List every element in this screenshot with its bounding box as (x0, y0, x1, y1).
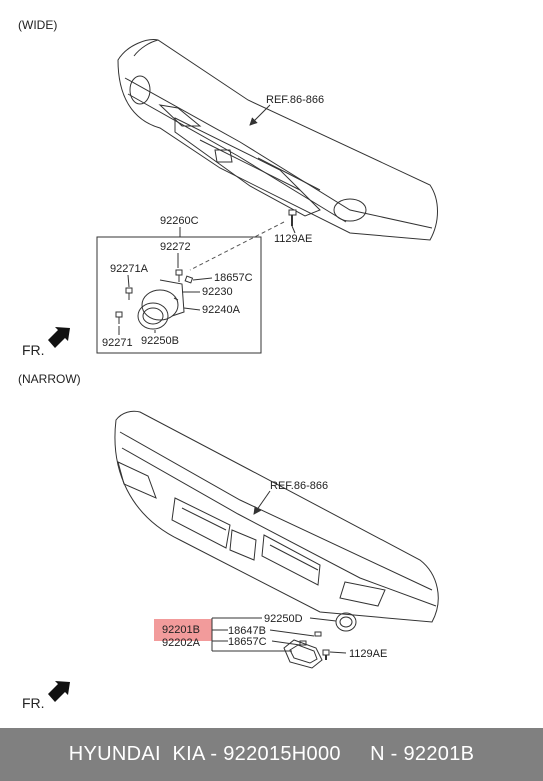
fog-lamp-icon (137, 279, 185, 330)
part-label-92250d: 92250D (264, 613, 303, 625)
bezel-ring-icon (335, 612, 357, 632)
parts-diagram: (WIDE) REF.86-866 1129AE 92260C (18, 18, 439, 711)
front-direction-label-narrow: FR. (22, 695, 45, 711)
part-label-92230: 92230 (202, 286, 233, 298)
part-label-92271a: 92271A (110, 263, 149, 275)
footer-bar: HYUNDAI KIA - 922015H000 N - 92201B (0, 728, 543, 781)
front-arrow-icon (48, 327, 70, 348)
part-label-1129ae: 1129AE (274, 233, 312, 245)
wide-ref-label: REF.86-866 (266, 94, 324, 106)
part-label-92271: 92271 (102, 337, 133, 349)
leader-92240a (183, 307, 201, 311)
front-arrow-icon-narrow (48, 681, 70, 702)
wide-ref-leader (249, 104, 271, 126)
wide-bumper (117, 39, 438, 241)
bracket-icon (175, 269, 183, 282)
fog-lamp-rect-icon (283, 639, 323, 669)
narrow-ref-label: REF.86-866 (270, 480, 328, 492)
part-label-92202a: 92202A (162, 637, 201, 649)
narrow-screw-icon (322, 649, 330, 660)
part-label-92240a: 92240A (202, 304, 241, 316)
part-label-18647b: 18647B (228, 625, 266, 637)
footer-part-number: HYUNDAI KIA - 922015H000 N - 92201B (68, 743, 475, 765)
leader-18657c (192, 277, 213, 281)
part-label-92201b: 92201B (162, 624, 200, 636)
narrow-bumper (114, 410, 439, 623)
part-label-92260c: 92260C (160, 215, 199, 227)
front-direction-label: FR. (22, 342, 45, 358)
narrow-ref-leader (253, 490, 271, 515)
highlight-box (154, 619, 212, 641)
leader-92271a (127, 274, 130, 288)
part-label-18657c: 18657C (214, 272, 253, 284)
screw-icon (288, 209, 297, 226)
bolt-icon (115, 287, 133, 324)
clip-icon (184, 275, 194, 284)
assembly-box (96, 236, 262, 354)
part-label-92272: 92272 (160, 241, 191, 253)
wide-section-label: (WIDE) (18, 18, 57, 32)
part-label-18657c-narrow: 18657C (228, 636, 267, 648)
part-label-92250b: 92250B (141, 335, 179, 347)
narrow-leaders (211, 617, 347, 654)
narrow-section-label: (NARROW) (18, 372, 81, 386)
dashed-leader (189, 221, 285, 271)
part-label-1129ae-narrow: 1129AE (349, 648, 387, 660)
wide-screw-leader (291, 225, 296, 234)
